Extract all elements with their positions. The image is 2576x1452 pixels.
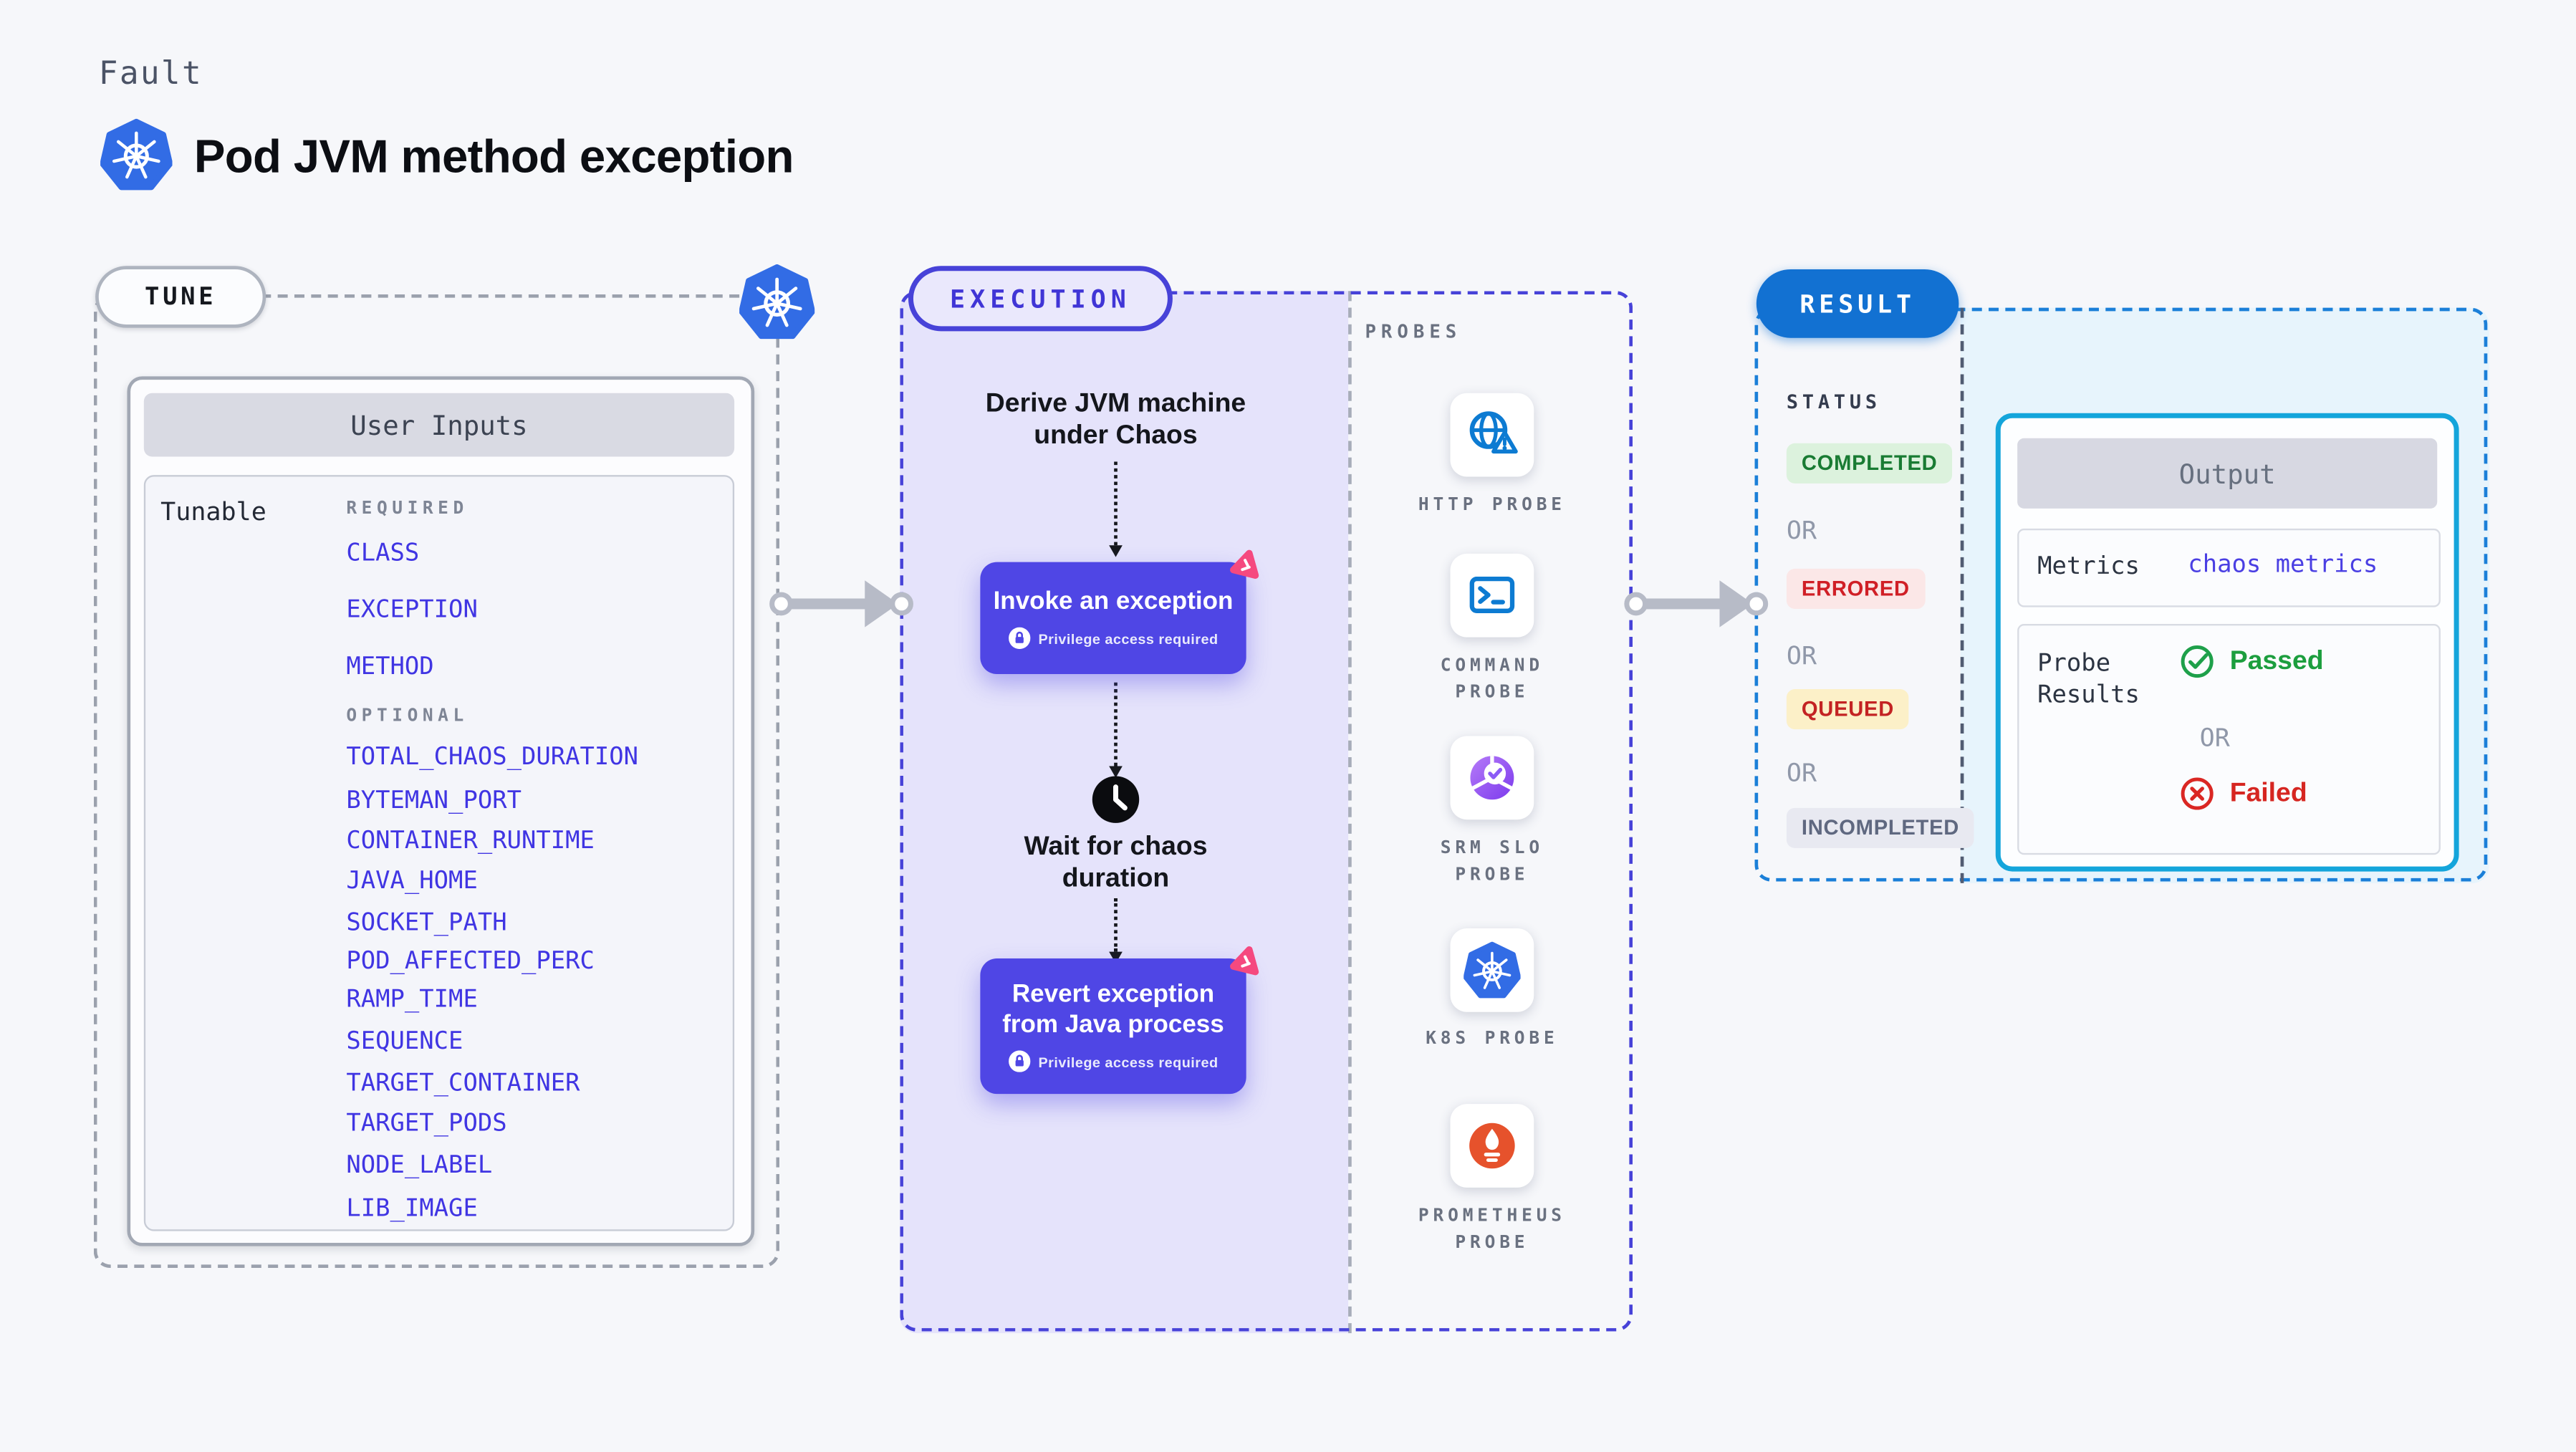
param-link[interactable]: BYTEMAN_PORT xyxy=(346,787,522,814)
command-probe-card[interactable] xyxy=(1450,553,1534,638)
failed-label: Failed xyxy=(2229,778,2307,807)
prometheus-probe-card[interactable] xyxy=(1450,1104,1534,1188)
prometheus-probe-label: PROMETHEUS PROBE xyxy=(1418,1206,1566,1253)
step-derive-title: Derive JVM machine under Chaos xyxy=(985,390,1246,451)
probe-results-row: Probe Results Passed OR Failed xyxy=(2017,623,2441,855)
chaos-icon xyxy=(1230,946,1259,976)
result-divider xyxy=(1960,307,1964,883)
user-inputs-list: Tunable REQUIRED CLASS EXCEPTION METHOD … xyxy=(143,475,735,1231)
fault-kicker: Fault xyxy=(98,55,203,92)
connector-arrowhead xyxy=(1108,545,1122,557)
http-probe-card[interactable] xyxy=(1450,393,1534,477)
or-label: OR xyxy=(2199,722,2230,753)
metrics-row: Metrics chaos metrics xyxy=(2017,528,2441,607)
connector-line xyxy=(1114,682,1118,766)
status-badge-completed: COMPLETED xyxy=(1786,443,1953,484)
probe-results-label: Probe Results xyxy=(2037,650,2140,710)
globe-warning-icon xyxy=(1469,411,1518,454)
step-wait-title: Wait for chaos duration xyxy=(1024,832,1208,893)
revert-exception-title: Revert exception from Java process xyxy=(1002,980,1224,1039)
output-header: Output xyxy=(2017,438,2438,509)
tune-section-border xyxy=(93,294,780,1269)
kubernetes-icon xyxy=(1464,941,1521,999)
param-link[interactable]: CONTAINER_RUNTIME xyxy=(346,827,595,855)
srm-slo-probe-card[interactable] xyxy=(1450,736,1534,820)
prometheus-icon xyxy=(1469,1122,1515,1169)
tunable-label: Tunable xyxy=(160,496,266,527)
param-link[interactable]: SOCKET_PATH xyxy=(346,910,507,937)
param-link[interactable]: RAMP_TIME xyxy=(346,986,478,1013)
param-link[interactable]: LIB_IMAGE xyxy=(346,1195,478,1222)
http-probe-label: HTTP PROBE xyxy=(1418,495,1566,516)
page-title: Pod JVM method exception xyxy=(193,130,794,183)
param-link[interactable]: EXCEPTION xyxy=(346,597,478,624)
required-group-label: REQUIRED xyxy=(346,498,468,519)
chaos-metrics-link[interactable]: chaos metrics xyxy=(2188,552,2378,579)
param-link[interactable]: TARGET_PODS xyxy=(346,1110,507,1137)
tune-to-execution-arrow xyxy=(769,580,913,628)
slo-pie-check-icon xyxy=(1470,756,1514,800)
optional-group-label: OPTIONAL xyxy=(346,706,468,726)
output-card: Output Metrics chaos metrics Probe Resul… xyxy=(1995,413,2459,872)
kubernetes-icon xyxy=(739,264,815,340)
param-link[interactable]: JAVA_HOME xyxy=(346,867,478,895)
srm-slo-probe-label: SRM SLO PROBE xyxy=(1440,837,1544,885)
connector-arrowhead xyxy=(1108,766,1122,778)
invoke-exception-title: Invoke an exception xyxy=(993,587,1234,616)
execution-pill: EXECUTION xyxy=(908,266,1173,332)
k8s-probe-card[interactable] xyxy=(1450,928,1534,1012)
tune-pill: TUNE xyxy=(95,266,266,328)
chaos-icon xyxy=(1230,549,1259,579)
probes-column-label: PROBES xyxy=(1365,321,1462,343)
privilege-badge: Privilege access required xyxy=(1038,630,1219,647)
clock-icon xyxy=(1092,776,1140,823)
param-link[interactable]: SEQUENCE xyxy=(346,1027,463,1055)
or-label: OR xyxy=(1786,757,1817,788)
or-label: OR xyxy=(1786,640,1817,671)
privilege-badge: Privilege access required xyxy=(1038,1052,1219,1070)
param-link[interactable]: TOTAL_CHAOS_DURATION xyxy=(346,744,639,771)
param-link[interactable]: CLASS xyxy=(346,540,420,567)
or-label: OR xyxy=(1786,515,1817,546)
metrics-label: Metrics xyxy=(2037,553,2140,581)
passed-label: Passed xyxy=(2229,646,2324,675)
kubernetes-icon xyxy=(100,118,173,191)
lock-icon xyxy=(1008,627,1030,650)
failed-row: Failed xyxy=(2180,776,2307,811)
connector-line xyxy=(1114,461,1118,546)
passed-row: Passed xyxy=(2180,644,2324,679)
command-probe-label: COMMAND PROBE xyxy=(1440,655,1544,703)
status-badge-incompleted: INCOMPLETED xyxy=(1786,807,1975,848)
x-circle-icon xyxy=(2181,777,2214,810)
status-badge-queued: QUEUED xyxy=(1786,689,1910,730)
status-label: STATUS xyxy=(1786,390,1881,413)
status-badge-errored: ERRORED xyxy=(1786,568,1925,609)
invoke-exception-node: Invoke an exception Privilege access req… xyxy=(980,562,1246,675)
lock-icon xyxy=(1008,1050,1030,1072)
param-link[interactable]: POD_AFFECTED_PERC xyxy=(346,948,595,976)
param-link[interactable]: METHOD xyxy=(346,654,434,681)
execution-to-result-arrow xyxy=(1624,580,1769,628)
param-link[interactable]: TARGET_CONTAINER xyxy=(346,1070,580,1097)
revert-exception-node: Revert exception from Java process Privi… xyxy=(980,958,1246,1095)
execution-section-border xyxy=(900,291,1633,1332)
user-inputs-header: User Inputs xyxy=(143,393,735,457)
probes-divider xyxy=(1348,291,1352,1334)
param-link[interactable]: NODE_LABEL xyxy=(346,1151,493,1179)
result-pill: RESULT xyxy=(1756,269,1959,338)
terminal-icon xyxy=(1469,576,1515,613)
check-circle-icon xyxy=(2181,645,2214,678)
connector-line xyxy=(1114,898,1118,952)
k8s-probe-label: K8S PROBE xyxy=(1426,1029,1559,1049)
